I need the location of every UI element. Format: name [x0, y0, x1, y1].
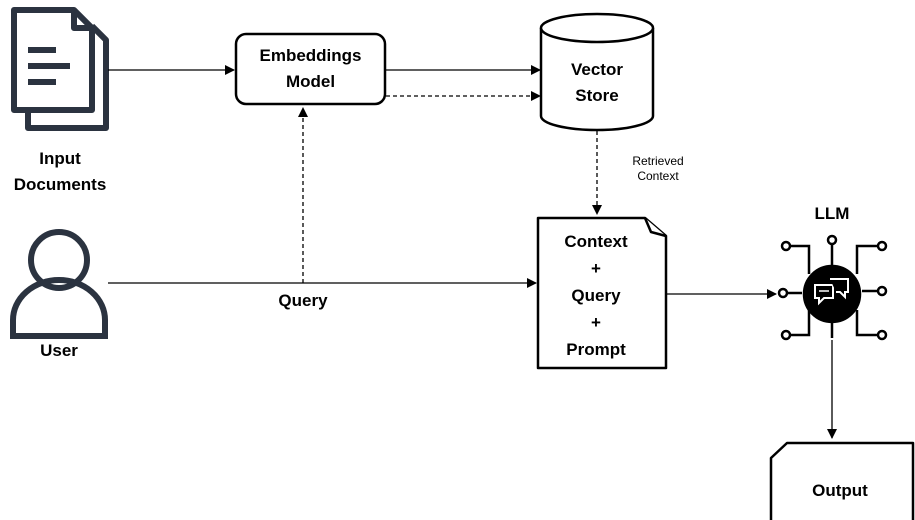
- llm-label: LLM: [814, 204, 850, 223]
- embeddings-model-label-line1: Embeddings: [259, 46, 362, 65]
- embeddings-model-label: Embeddings Model: [236, 43, 385, 95]
- vector-store-label-line2: Store: [575, 86, 619, 105]
- user-icon: [10, 229, 108, 339]
- prompt-line-plus-1: +: [591, 259, 601, 278]
- retrieved-context-line2: Context: [637, 169, 679, 183]
- prompt-document: [536, 216, 668, 370]
- retrieved-context-label: Retrieved Context: [610, 154, 706, 184]
- input-documents-label-line2: Documents: [13, 175, 107, 194]
- vector-store-label: Vector Store: [541, 57, 653, 109]
- chip-chat-icon: [777, 234, 888, 341]
- input-documents-label-line1: Input: [39, 149, 81, 168]
- input-documents-label: Input Documents: [0, 146, 120, 198]
- prompt-label: Context + Query + Prompt: [538, 228, 654, 363]
- prompt-line-plus-2: +: [591, 313, 601, 332]
- output-label: Output: [812, 481, 868, 500]
- retrieved-context-line1: Retrieved: [632, 154, 684, 168]
- embeddings-model-label-line2: Model: [285, 72, 336, 91]
- vector-store-label-line1: Vector: [571, 60, 623, 79]
- output-box: [769, 441, 915, 520]
- query-edge-label: Query: [278, 291, 328, 310]
- embeddings-model-box: [234, 32, 387, 106]
- prompt-line-query: Query: [571, 286, 621, 305]
- user-label: User: [40, 341, 78, 360]
- vector-store-cylinder: [539, 12, 655, 132]
- documents-icon: [11, 7, 109, 131]
- prompt-line-prompt: Prompt: [566, 340, 626, 359]
- prompt-line-context: Context: [564, 232, 628, 251]
